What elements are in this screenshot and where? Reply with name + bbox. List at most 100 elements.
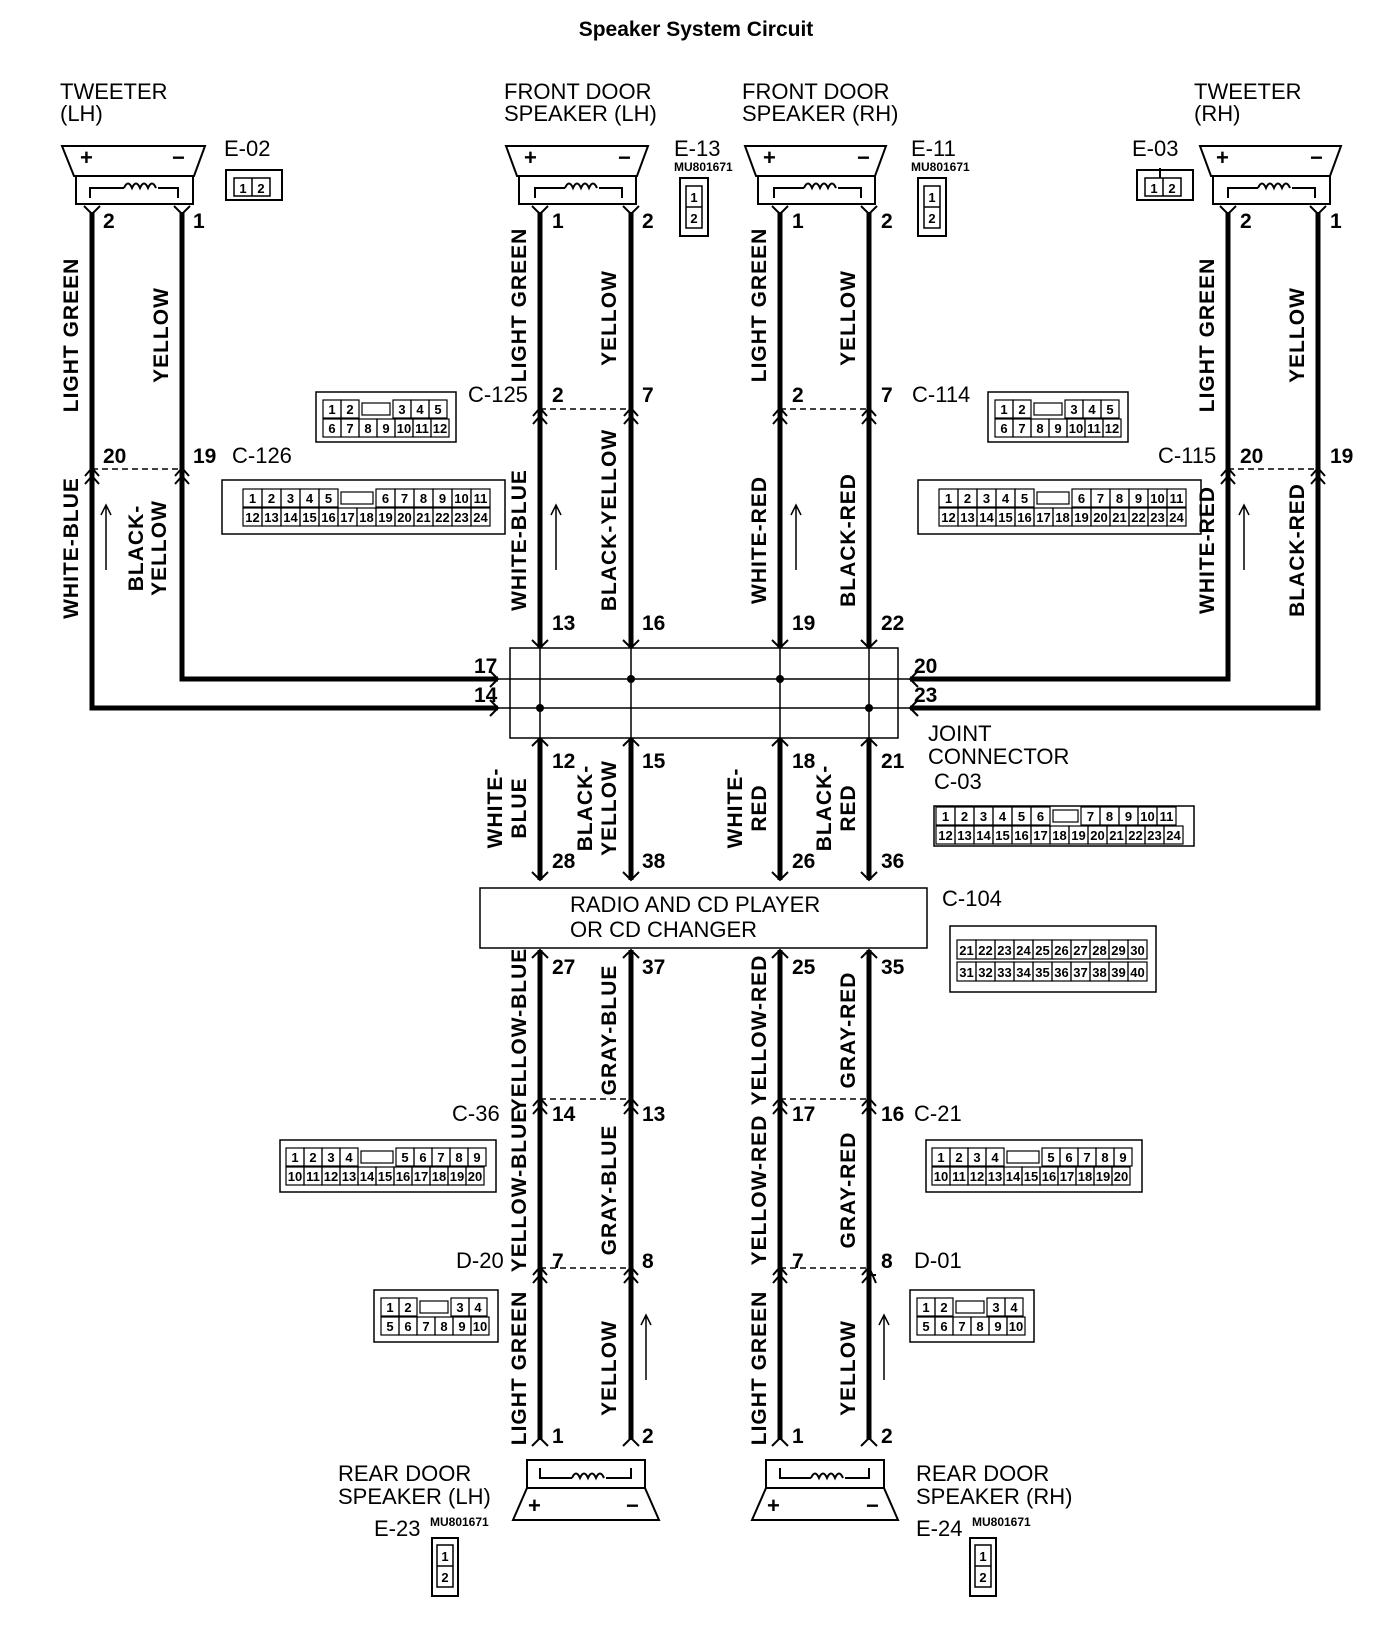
pin-cell: 17 [1060,1169,1074,1184]
connector-id-c125: C-125 [468,382,528,407]
joint-connector-box [509,647,899,739]
wire-tweeter-rh-plus [910,212,1231,682]
pin-cell: 2 [979,1570,986,1585]
pin-cell: 10 [454,491,468,506]
pin-cell: 8 [364,421,371,436]
wire-color-label: GRAY-RED [837,1132,860,1249]
pin-cell: 1 [937,1150,944,1165]
tweeter-rh: TWEETER (RH) + − E-03 [1132,79,1343,205]
pin-cell: 12 [970,1169,984,1184]
pin-number: 19 [1330,445,1353,468]
pin-cell: 2 [1018,402,1025,417]
pin-number: 2 [881,1425,893,1448]
minus-symbol: − [1310,145,1323,170]
wire-color-label: WHITE- [484,768,507,849]
wire-harness [89,212,1321,1440]
pin-cell: 9 [382,421,389,436]
pin-cell: 12 [324,1169,338,1184]
pin-cell: 7 [422,1319,429,1334]
pin-cell: 5 [325,491,332,506]
pin-cell: 11 [306,1169,320,1184]
pin-cell: 7 [958,1319,965,1334]
pin-cell: 11 [1170,491,1184,506]
pin-cell-box [1163,825,1184,845]
pin-number: 23 [914,684,937,707]
wire-color-label: LIGHT GREEN [60,258,83,413]
pin-cell: 17 [1033,828,1047,843]
pin-cell: 24 [1016,943,1031,958]
pin-cell: 19 [450,1169,464,1184]
plus-symbol: + [80,145,93,170]
pin-cell: 22 [978,943,992,958]
pin-cell-box [470,1316,490,1336]
pin-cell: 21 [416,510,430,525]
pin-cell: 17 [414,1169,428,1184]
connector-e24-icon [969,1537,997,1597]
pin-number: 19 [792,612,815,635]
pin-cell: 7 [1018,421,1025,436]
pin-cell: 1 [328,402,335,417]
pin-cell: 22 [1128,828,1142,843]
pin-cell-box [428,399,448,419]
pin-cell: 16 [321,510,335,525]
pin-cell-box [1127,939,1148,960]
pin-cell-box [934,1297,954,1317]
pin-cell: 11 [474,491,488,506]
pin-cell-box [318,488,339,508]
wire-color-label: YELLOW [150,287,173,383]
pin-cell: 10 [1009,1319,1023,1334]
pin-number: 12 [552,750,575,773]
latch-icon [1052,809,1079,823]
pin-cell: 10 [1069,421,1083,436]
pin-cell: 30 [1130,943,1144,958]
pin-cell: 8 [440,1319,447,1334]
pin-cell: 23 [454,510,468,525]
pin-cell: 4 [1088,402,1096,417]
pin-cell-box [465,1166,485,1186]
front-door-speaker-rh: FRONT DOOR SPEAKER (RH) + − E-11 MU80167… [742,79,970,205]
pin-cell: 9 [1119,1150,1126,1165]
pin-cell: 1 [291,1150,298,1165]
pin-number: 2 [1240,210,1252,233]
pin-cell: 9 [1054,421,1061,436]
splice-dot [536,704,544,712]
pin-cell: 12 [1105,421,1119,436]
pin-cell: 1 [249,491,256,506]
pin-cell: 20 [397,510,411,525]
pin-cell: 5 [386,1319,393,1334]
pin-cell: 7 [1087,809,1094,824]
pin-cell: 9 [439,491,446,506]
pin-cell: 29 [1111,943,1125,958]
pin-cell: 21 [1109,828,1123,843]
coil-icon [539,1468,632,1481]
rear-door-speaker-lh: + − REAR DOOR SPEAKER (LH) E-23 MU801671… [338,1459,661,1597]
arrow-up-icon [878,1313,890,1380]
pin-cell: 3 [327,1150,334,1165]
pin-cell: 19 [378,510,392,525]
pin-number: 2 [103,210,115,233]
pin-cell: 3 [398,402,405,417]
front-rh-side: SPEAKER (RH) [742,101,898,126]
pin-cell: 3 [980,809,987,824]
latch-icon [1036,491,1070,505]
pin-cell-box [1006,1316,1026,1336]
connector-e13-icon: 1 2 [679,177,709,237]
pin-number: 8 [642,1250,654,1273]
wire-color-label: BLACK-YELLOW [598,429,621,611]
tweeter-rh-name: TWEETER [1194,79,1302,104]
radio-label: RADIO AND CD PLAYER [570,892,820,917]
pin-cell: 26 [1054,943,1068,958]
radio-box [479,887,928,949]
connector-face [933,805,1195,847]
pin-cell-box [340,399,360,419]
pin-cell: 1 [979,1549,986,1564]
coil-icon [89,182,179,198]
joint-label-2: CONNECTOR [928,744,1069,769]
part-number: MU801671 [430,1515,489,1529]
pin-cell: 34 [1016,965,1031,980]
connector-id-c104: C-104 [942,886,1002,911]
pin-cell: 4 [1002,491,1010,506]
